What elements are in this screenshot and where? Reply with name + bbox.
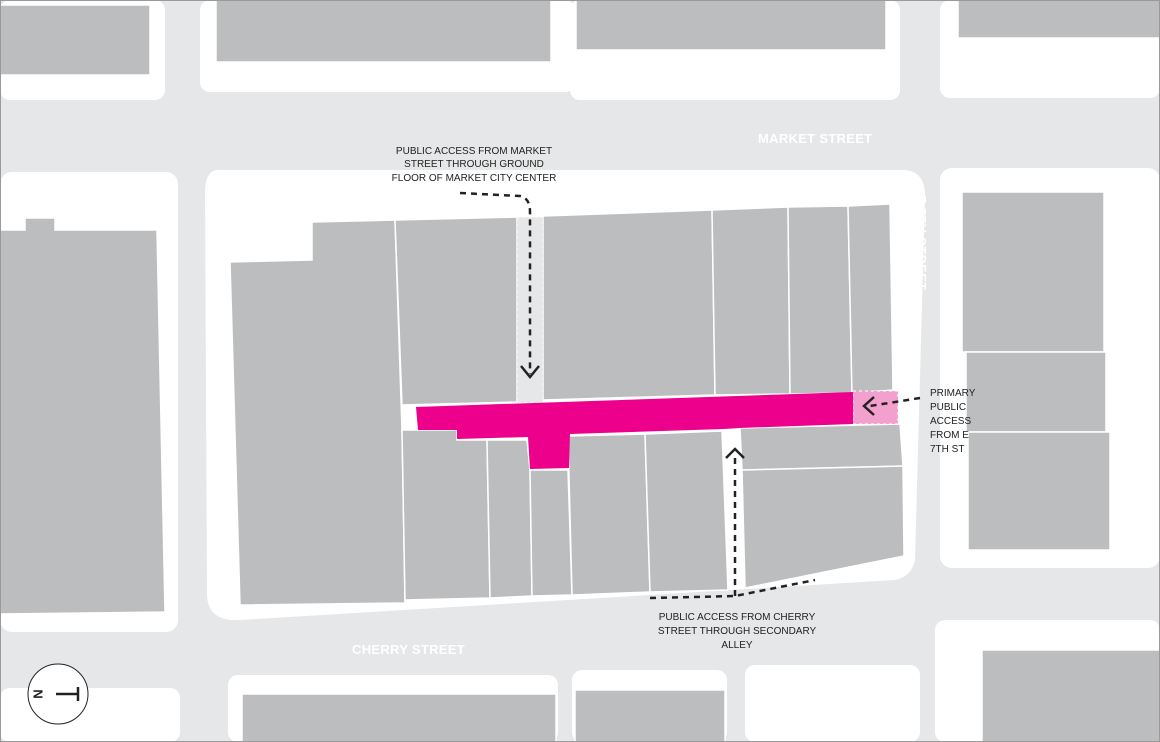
building-south-1 [241, 693, 557, 742]
primary-note-line-3: ACCESS [930, 416, 971, 427]
e7th-street-label: E 7TH STREET [914, 195, 929, 290]
access-arrows [459, 191, 921, 600]
cherry-note-line-3: ALLEY [721, 640, 752, 651]
market-access-arrow [459, 191, 532, 374]
primary-note-line-5: 7TH ST [930, 444, 964, 455]
arrowheads [520, 365, 875, 459]
parcel-south-c [529, 469, 573, 597]
building-south-2 [574, 689, 726, 742]
parcel-main-west [229, 219, 406, 606]
parcel-south-g [741, 465, 905, 589]
parcel-north-c [711, 206, 791, 396]
cherry-street-label: CHERRY STREET [352, 642, 465, 657]
north-arrow: N [27, 663, 89, 725]
building-east-1 [961, 191, 1105, 353]
e7th-entry-zone [852, 390, 899, 425]
market-street-label: MARKET STREET [758, 131, 872, 146]
cherry-arrowhead [725, 447, 745, 459]
parcel-north-b [542, 209, 716, 401]
parcel-south-b [486, 439, 533, 599]
cherry-access-note: PUBLIC ACCESS FROM CHERRY STREET THROUGH… [658, 612, 817, 651]
market-access-note: PUBLIC ACCESS FROM MARKET STREET THROUGH… [392, 146, 557, 184]
primary-note-line-1: PRIMARY [930, 388, 976, 399]
primary-note-line-2: PUBLIC [930, 402, 966, 413]
cherry-note-line-1: PUBLIC ACCESS FROM CHERRY [659, 612, 816, 623]
building-north-1 [215, 0, 552, 63]
building-east-2 [965, 351, 1107, 433]
e7th-arrowhead [862, 396, 875, 416]
cherry-note-line-2: STREET THROUGH SECONDARY [658, 626, 817, 637]
building-west [0, 217, 166, 615]
building-south-3 [981, 649, 1160, 742]
e7th-access-arrow [869, 396, 921, 408]
cherry-access-arrow [649, 458, 816, 600]
parcel-south-e [644, 430, 729, 593]
parcel-south-d [567, 433, 651, 596]
public-corridor-highlight [416, 392, 853, 469]
parcel-south-a [401, 429, 491, 601]
parcel-south-f [739, 423, 904, 471]
parcel-north-e [847, 203, 894, 394]
building-east-3 [967, 431, 1111, 551]
market-note-line-1: PUBLIC ACCESS FROM MARKET [396, 146, 552, 157]
market-arrowhead [520, 365, 540, 379]
building-nw-corner [0, 4, 151, 76]
market-note-line-3: FLOOR OF MARKET CITY CENTER [392, 173, 557, 184]
parcel-north-a [394, 216, 518, 406]
primary-access-note: PRIMARY PUBLIC ACCESS FROM E 7TH ST [930, 388, 976, 455]
building-north-2 [575, 0, 887, 51]
market-note-line-2: STREET THROUGH GROUND [404, 159, 544, 170]
building-north-3 [957, 0, 1160, 39]
primary-note-line-4: FROM E [930, 430, 969, 441]
parcel-north-d [787, 205, 853, 395]
north-arrow-label: N [31, 689, 46, 698]
